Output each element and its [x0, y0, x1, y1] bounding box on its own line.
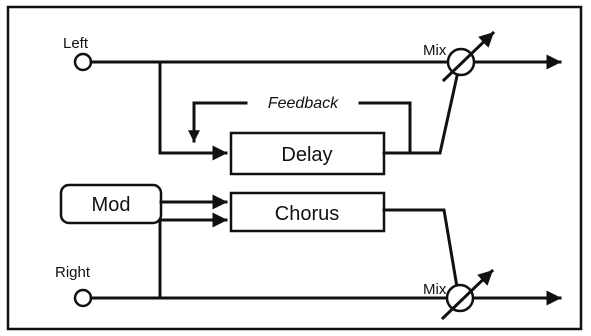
left-input-jack [73, 52, 93, 72]
left-to-delay-wire [158, 60, 228, 161]
feedback-label: Feedback [268, 95, 339, 112]
right-to-chorus-wire [158, 212, 228, 300]
left-input-label: Left [63, 35, 89, 52]
mod-label: Mod [92, 194, 131, 216]
left-mix-label: Mix [423, 42, 447, 59]
diagram-frame [6, 5, 583, 331]
delay-label: Delay [281, 144, 332, 166]
right-mix-knob [445, 283, 475, 313]
delay-block [229, 131, 386, 176]
delay-to-mix-wire [382, 74, 459, 155]
right-mix-pot-arrow [440, 268, 495, 321]
right-mix-label: Mix [423, 281, 447, 298]
feedback-wire-left [188, 101, 248, 143]
mod-block [59, 183, 163, 225]
chorus-to-mix-wire [382, 208, 459, 289]
left-mix-pot-arrow [441, 30, 496, 83]
right-input-jack [73, 288, 93, 308]
chorus-label: Chorus [275, 203, 339, 225]
chorus-block [229, 191, 386, 233]
feedback-wire-right [358, 101, 412, 155]
right-input-label: Right [55, 264, 91, 281]
